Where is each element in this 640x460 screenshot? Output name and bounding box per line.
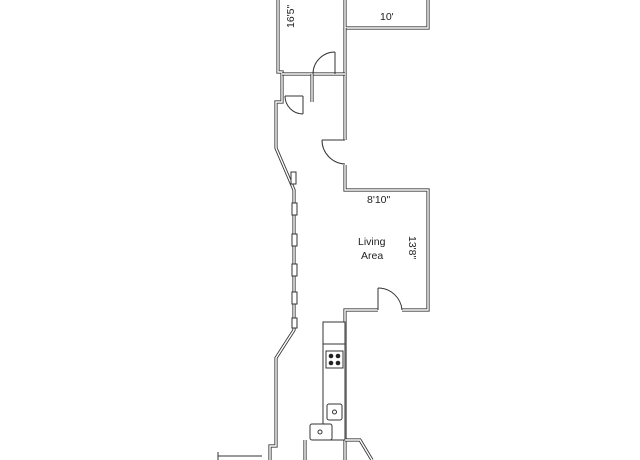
left-exterior-wall	[268, 0, 296, 460]
room-label-living: Living	[358, 236, 386, 248]
hall-wall	[282, 72, 430, 460]
room-label-area: Area	[361, 250, 383, 262]
door-swing-icon	[377, 287, 403, 311]
door-swing-icon	[321, 139, 346, 165]
dimension-living-width: 8'10"	[367, 194, 391, 206]
door-swing-icon	[284, 95, 304, 115]
dimension-top-vertical: 16'5"	[285, 4, 297, 28]
upper-room-wall	[343, 0, 430, 140]
door-swing-icon	[312, 51, 336, 75]
kitchen-counter	[322, 321, 346, 441]
dimension-top-horizontal: 10'	[380, 11, 394, 23]
stove-icon	[325, 350, 344, 369]
sink-icon	[309, 423, 333, 441]
dimension-living-length: 13'8"	[406, 236, 418, 260]
sink-icon	[326, 403, 343, 421]
window-icon	[290, 171, 298, 329]
bottom-wall	[217, 438, 374, 460]
